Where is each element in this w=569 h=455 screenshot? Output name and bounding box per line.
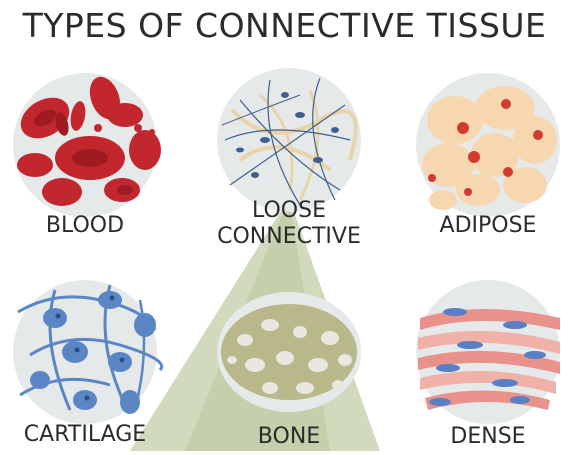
label-bone: BONE bbox=[239, 424, 339, 450]
label-dense: DENSE bbox=[438, 424, 538, 450]
dense-connective-fibers-icon bbox=[416, 280, 560, 424]
label-cartilage: CARTILAGE bbox=[10, 422, 160, 448]
page-title: TYPES OF CONNECTIVE TISSUE bbox=[0, 6, 569, 45]
label-loose-line2: CONNECTIVE bbox=[214, 224, 364, 250]
adipose-cells-icon bbox=[416, 73, 560, 217]
loose-connective-fibers-icon bbox=[217, 68, 361, 212]
cartilage-cells-icon bbox=[13, 280, 162, 424]
label-adipose: ADIPOSE bbox=[428, 213, 548, 239]
label-blood: BLOOD bbox=[25, 213, 145, 239]
label-loose-line1: LOOSE bbox=[214, 198, 364, 224]
blood-cells-icon bbox=[13, 73, 161, 217]
label-loose-connective: LOOSE CONNECTIVE bbox=[214, 198, 364, 250]
bone-tissue-icon bbox=[217, 292, 361, 412]
